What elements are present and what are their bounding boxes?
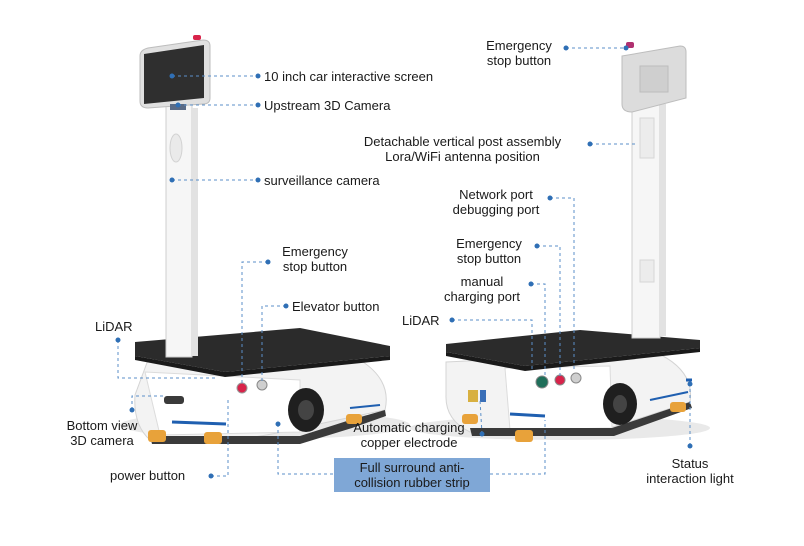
leader-dots [115,45,693,479]
label-bottom-camera-line1: Bottom view [66,418,138,433]
label-elevator-button: Elevator button [292,299,380,314]
label-copper-electrode-line2: copper electrode [360,435,458,450]
left-robot [120,35,410,444]
label-surveillance-camera: surveillance camera [264,173,380,188]
label-upstream-camera: Upstream 3D Camera [264,98,391,113]
label-post-assembly-line2: Lora/WiFi antenna position [385,149,540,164]
label-network-port-line2: debugging port [452,202,540,217]
label-bottom-camera: Bottom view 3D camera [62,418,142,448]
label-post-assembly: Detachable vertical post assembly Lora/W… [340,134,585,164]
label-estop-left-line2: stop button [282,259,348,274]
label-charging-port-line1: manual [460,274,504,289]
label-bumper-strip: Full surround anti- collision rubber str… [334,458,490,492]
label-network-port: Network port debugging port [446,187,546,217]
label-bumper-strip-line2: collision rubber strip [354,475,470,490]
label-charging-port-line2: charging port [444,289,520,304]
label-status-light-line1: Status [671,456,709,471]
label-bumper-strip-line1: Full surround anti- [359,460,465,475]
label-network-port-line1: Network port [459,187,533,202]
label-estop-top-line2: stop button [486,53,552,68]
label-estop-mid: Emergency stop button [444,236,534,266]
label-estop-left-line1: Emergency [282,244,348,259]
label-estop-mid-line2: stop button [456,251,522,266]
label-status-light-line2: interaction light [646,471,734,486]
label-screen: 10 inch car interactive screen [264,69,434,84]
label-estop-top: Emergency stop button [474,38,564,68]
label-copper-electrode: Automatic charging copper electrode [340,420,478,450]
label-power-button: power button [110,468,186,483]
label-bottom-camera-line2: 3D camera [70,433,134,448]
label-post-assembly-line1: Detachable vertical post assembly [363,134,562,149]
right-robot [410,42,710,442]
label-estop-mid-line1: Emergency [456,236,522,251]
label-charging-port: manual charging port [436,274,528,304]
label-estop-top-line1: Emergency [486,38,552,53]
label-estop-left: Emergency stop button [270,244,360,274]
label-copper-electrode-line1: Automatic charging [353,420,465,435]
leader-lines [117,47,691,477]
label-lidar-right: LiDAR [402,313,440,328]
label-lidar-left: LiDAR [95,319,133,334]
label-status-light: Status interaction light [622,456,758,486]
